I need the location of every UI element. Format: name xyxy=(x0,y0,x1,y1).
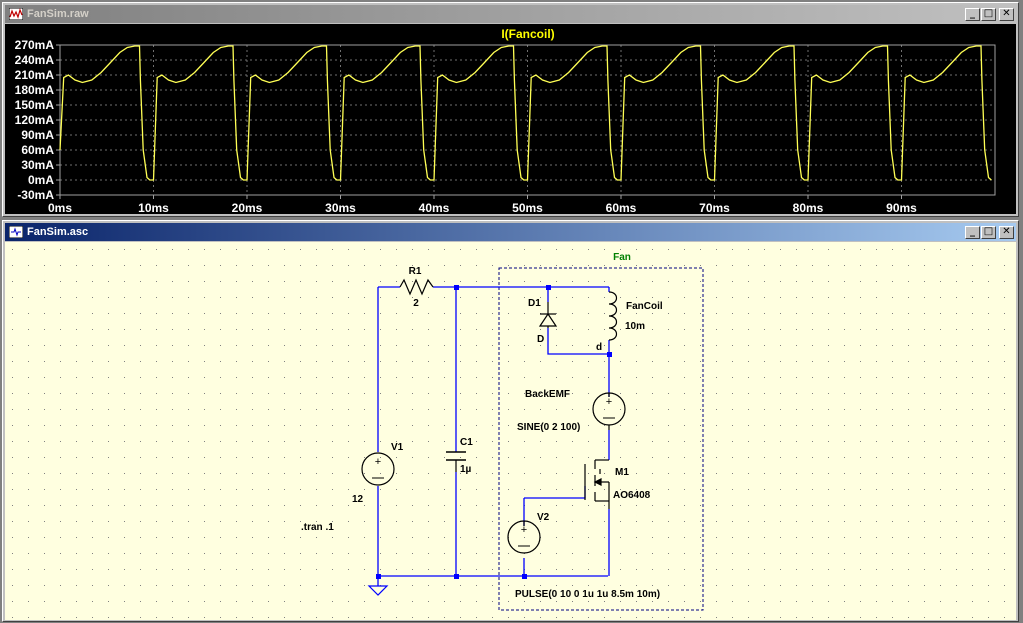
plus-sign: + xyxy=(375,456,381,468)
resistor-r1[interactable]: R1 2 xyxy=(399,266,434,309)
x-tick-label: 70ms xyxy=(699,201,730,214)
x-tick-label: 10ms xyxy=(138,201,169,214)
plus-sign: + xyxy=(606,396,612,408)
junction-dots xyxy=(376,285,612,579)
x-tick-label: 20ms xyxy=(232,201,263,214)
plus-sign: + xyxy=(521,524,527,536)
m1-model: AO6408 xyxy=(613,490,651,501)
y-tick-label: 150mA xyxy=(15,98,55,112)
coil-name: FanCoil xyxy=(626,301,663,312)
y-tick-label: 120mA xyxy=(15,113,55,127)
maximize-button[interactable]: □ xyxy=(981,225,996,239)
schematic-canvas[interactable]: Fan xyxy=(5,242,1016,620)
x-tick-label: 40ms xyxy=(419,201,450,214)
r1-name: R1 xyxy=(409,266,422,277)
trace-line xyxy=(59,45,992,181)
d1-name: D1 xyxy=(528,298,541,309)
waveform-plot[interactable]: I(Fancoil) 270mA240mA210mA180mA150mA120m… xyxy=(5,24,1016,214)
close-button[interactable]: ✕ xyxy=(999,7,1014,21)
v2-name: V2 xyxy=(537,512,550,523)
m1-name: M1 xyxy=(615,467,629,478)
x-tick-label: 80ms xyxy=(793,201,824,214)
y-tick-label: 60mA xyxy=(21,143,54,157)
y-tick-label: -30mA xyxy=(17,188,54,202)
schematic-window-title: FanSim.asc xyxy=(27,226,89,238)
diode-d1[interactable]: D1 D xyxy=(528,298,558,345)
tran-directive[interactable]: .tran .1 xyxy=(301,522,334,533)
c1-value: 1µ xyxy=(460,464,472,475)
y-tick-label: 180mA xyxy=(15,83,55,97)
trace-label[interactable]: I(Fancoil) xyxy=(501,27,554,41)
x-tick-label: 0ms xyxy=(48,201,72,214)
close-button[interactable]: ✕ xyxy=(999,225,1014,239)
plot-background xyxy=(5,24,1016,214)
v1-name: V1 xyxy=(391,442,404,453)
schematic-app-icon xyxy=(8,225,24,239)
y-tick-label: 240mA xyxy=(15,53,55,67)
source-v1[interactable]: + V1 12 xyxy=(352,442,404,505)
mosfet-m1[interactable] xyxy=(584,459,610,509)
y-tick-label: 30mA xyxy=(21,158,54,172)
x-tick-label: 90ms xyxy=(886,201,917,214)
source-backemf[interactable]: + BackEMF SINE(0 2 100) xyxy=(517,389,626,433)
c1-name: C1 xyxy=(460,437,473,448)
x-tick-label: 50ms xyxy=(512,201,543,214)
y-tick-label: 0mA xyxy=(28,173,54,187)
plot-frame xyxy=(59,44,996,196)
minimize-button[interactable]: _ xyxy=(965,225,980,239)
fan-block[interactable] xyxy=(498,267,704,611)
schematic-titlebar[interactable]: FanSim.asc _ □ ✕ xyxy=(5,223,1016,241)
capacitor-c1[interactable]: C1 1µ xyxy=(446,437,473,475)
y-tick-label: 90mA xyxy=(21,128,54,142)
r1-value: 2 xyxy=(413,298,419,309)
ground-symbol[interactable] xyxy=(367,585,389,596)
source-v2[interactable]: + V2 PULSE(0 10 0 1u 1u 8.5m 10m) xyxy=(507,512,660,600)
v1-value: 12 xyxy=(352,494,364,505)
maximize-button[interactable]: □ xyxy=(981,7,996,21)
waveform-app-icon xyxy=(8,7,24,21)
net-d-label: d xyxy=(596,342,602,353)
y-tick-label: 210mA xyxy=(15,68,55,82)
minimize-button[interactable]: _ xyxy=(965,7,980,21)
waveform-titlebar[interactable]: FanSim.raw _ □ ✕ xyxy=(5,5,1016,23)
waveform-window-title: FanSim.raw xyxy=(27,8,89,20)
x-tick-label: 60ms xyxy=(606,201,637,214)
backemf-value: SINE(0 2 100) xyxy=(517,422,580,433)
v2-value: PULSE(0 10 0 1u 1u 8.5m 10m) xyxy=(515,589,660,600)
coil-value: 10m xyxy=(625,321,645,332)
y-tick-label: 270mA xyxy=(15,38,55,52)
fan-label: Fan xyxy=(613,252,631,263)
schematic-window[interactable]: FanSim.asc _ □ ✕ Fan xyxy=(2,220,1019,622)
inductor-fancoil[interactable]: FanCoil 10m d xyxy=(596,291,663,353)
d1-model: D xyxy=(537,334,544,345)
backemf-name: BackEMF xyxy=(525,389,570,400)
x-tick-label: 30ms xyxy=(325,201,356,214)
